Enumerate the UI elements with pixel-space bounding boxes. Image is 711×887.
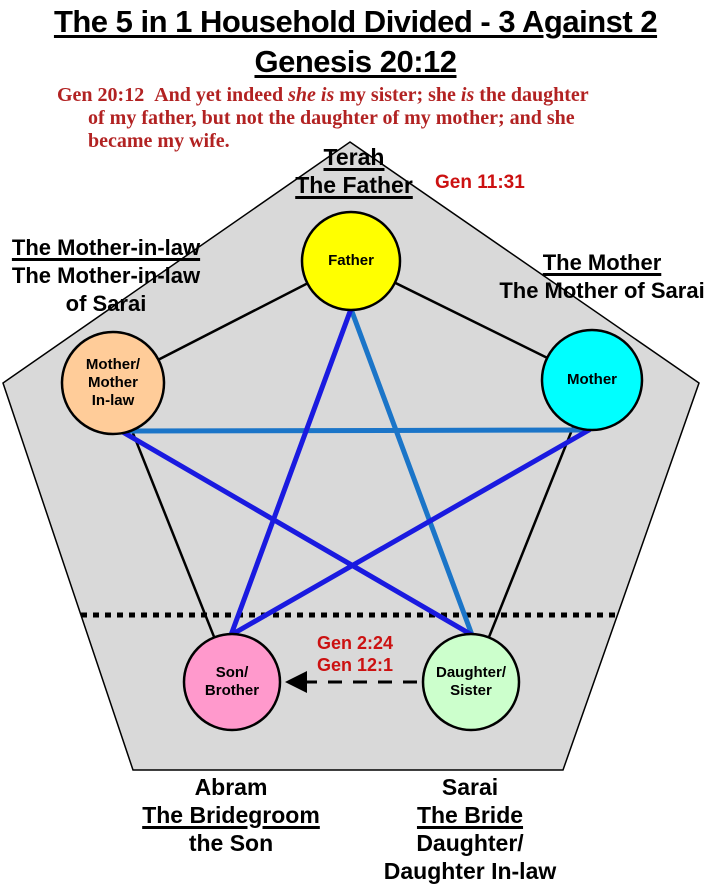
star-line-father-son	[228, 306, 354, 638]
node-son-label: Son/ Brother	[204, 664, 260, 699]
star-line-mother-son	[228, 427, 592, 638]
page-title: The 5 in 1 Household Divided - 3 Against…	[53, 4, 658, 39]
caption-line: The Mother	[542, 250, 662, 275]
gen-2-24-reference: Gen 2:24	[317, 633, 394, 653]
caption-line: The Bridegroom	[142, 802, 320, 828]
caption-line: Daughter/	[416, 830, 524, 856]
caption-line: The Bride	[416, 802, 524, 828]
mother-in-law-caption: The Mother-in-law The Mother-in-law of S…	[12, 234, 200, 318]
star-line-motherinlaw-mother	[118, 427, 592, 434]
node-mother-label: Mother	[567, 371, 617, 388]
node-son-circle	[182, 632, 282, 732]
verse-reference: Gen 20:12	[57, 84, 145, 106]
verse-segment: my sister; she	[334, 84, 461, 106]
caption-line: the Son	[188, 830, 274, 856]
node-motherinlaw-circle	[60, 330, 166, 436]
node-daughter-label: Daughter/ Sister	[435, 664, 507, 699]
marriage-references: Gen 2:24 Gen 12:1	[317, 632, 393, 676]
gen-11-31-reference: Gen 11:31	[435, 172, 525, 193]
verse-italic-segment: is	[460, 84, 475, 106]
node-daughter-circle	[421, 632, 521, 732]
terah-role: The Father	[295, 172, 413, 198]
caption-line: The Mother of Sarai	[499, 278, 705, 303]
caption-line: Daughter In-law	[383, 858, 557, 884]
caption-line: Sarai	[441, 774, 499, 800]
sarai-caption: Sarai The Bride Daughter/ Daughter In-la…	[384, 773, 557, 885]
verse-segment: the daughter	[474, 84, 589, 106]
verse-italic-segment: she is	[288, 84, 335, 106]
abram-caption: Abram The Bridegroom the Son	[142, 773, 320, 857]
verse-segment: And yet indeed	[154, 84, 289, 106]
star-line-father-daughter	[348, 306, 475, 638]
verse-line-3: became my wife.	[88, 130, 230, 152]
mother-caption: The Mother The Mother of Sarai	[499, 249, 704, 305]
verse-text: Gen 20:12 And yet indeed she is my sister…	[57, 84, 687, 153]
node-father-circle	[300, 210, 402, 312]
node-father-label: Father	[328, 252, 374, 269]
node-motherinlaw-label: Mother/ Mother In-law	[85, 356, 141, 409]
caption-line: of Sarai	[65, 291, 147, 316]
caption-line: The Mother-in-law	[11, 263, 201, 288]
verse-line-2: of my father, but not the daughter of my…	[88, 107, 575, 129]
terah-name: Terah	[323, 144, 385, 170]
terah-label: Terah The Father	[295, 143, 413, 199]
star-line-motherinlaw-daughter	[118, 428, 475, 638]
node-mother-circle	[540, 328, 644, 432]
page-subtitle: Genesis 20:12	[254, 44, 457, 79]
verse-line-1: Gen 20:12 And yet indeed she is my sister…	[57, 84, 687, 107]
caption-line: The Mother-in-law	[11, 235, 201, 260]
marriage-arrow-head	[285, 671, 307, 693]
gen-12-1-reference: Gen 12:1	[317, 655, 394, 675]
caption-line: Abram	[194, 774, 268, 800]
